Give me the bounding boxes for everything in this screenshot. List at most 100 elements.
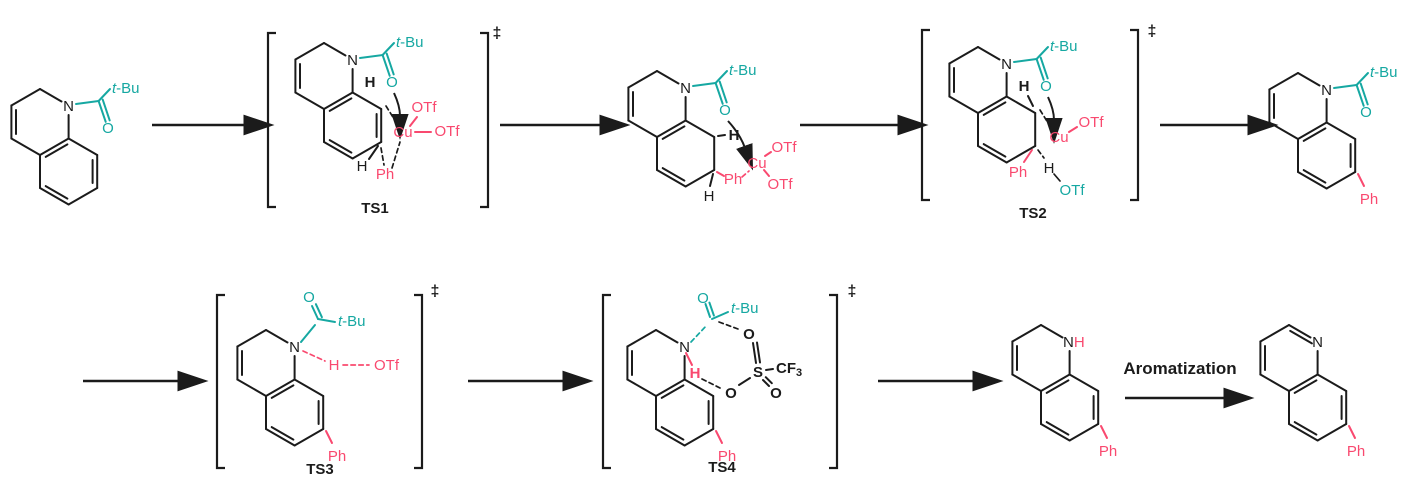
structure-nh-product: NH Ph	[1011, 324, 1117, 460]
structure-arenium-intermediate: N t-Bu O H H Ph Cu OTf OTf	[627, 62, 798, 205]
atom-label-h: H	[690, 365, 701, 382]
bond-h-otf	[1053, 173, 1061, 182]
dashed-c8-cu	[385, 105, 397, 123]
atom-label-ph: Ph	[1009, 164, 1027, 181]
atom-label-ph: Ph	[724, 171, 742, 188]
dashed-c8-cu	[1039, 109, 1051, 127]
atom-label-n: N	[347, 52, 358, 69]
structure-arylated-product: N t-Bu O Ph	[1268, 64, 1398, 208]
structure-ts1: ‡ N t-Bu O H H Ph Cu OTf OTf TS1	[266, 25, 502, 217]
aromatization-step: Aromatization	[1123, 359, 1255, 409]
ts4-label: TS4	[708, 459, 736, 476]
dashed-c7-ph	[380, 147, 385, 166]
double-dagger: ‡	[493, 25, 502, 42]
pivaloyl-leaving	[704, 301, 729, 320]
bracket-right	[829, 293, 839, 470]
tbu-label: t-Bu	[396, 34, 424, 51]
bond-c7-ph	[1100, 425, 1108, 439]
tbu-t: t	[731, 300, 736, 317]
bond-n-h	[685, 352, 693, 366]
bond-c7-ph	[1348, 425, 1356, 439]
atom-label-h-c8: H	[1019, 78, 1030, 95]
bond-cu-otf-bottom	[763, 169, 770, 177]
tbu-t: t	[729, 62, 734, 79]
double-dagger: ‡	[848, 283, 857, 300]
atom-label-ph: Ph	[1099, 443, 1117, 460]
bond-c7-ph	[325, 430, 333, 444]
tbu-bu: -Bu	[116, 80, 139, 97]
tbu-bu: -Bu	[735, 300, 758, 317]
atom-label-o-top: O	[743, 326, 755, 343]
o-to-cu-arrow	[1045, 96, 1063, 144]
atom-label-ph: Ph	[718, 448, 736, 465]
aromatization-label: Aromatization	[1123, 359, 1236, 378]
tbu-label: t-Bu	[338, 313, 366, 330]
tbu-label: t-Bu	[1370, 64, 1398, 81]
atom-label-o: O	[1360, 104, 1372, 121]
nh-label: NH	[1063, 334, 1085, 351]
atom-label-o: O	[102, 120, 114, 137]
atom-label-n: N	[680, 80, 691, 97]
bracket-right	[1130, 28, 1140, 202]
double-dagger: ‡	[431, 283, 440, 300]
atom-label-o: O	[386, 74, 398, 91]
bracket-left	[215, 293, 225, 470]
atom-label-h-c8: H	[365, 74, 376, 91]
structure-substrate: N t-Bu O	[10, 80, 140, 206]
dashed-ph-cu	[391, 141, 401, 169]
structure-ts3: ‡ N O t-Bu H OTf Ph TS3	[215, 283, 440, 478]
bond-cu-otf	[1068, 126, 1078, 133]
tbu-t: t	[112, 80, 117, 97]
bond-cu-otf-top	[764, 151, 772, 157]
cf3-label: CF3	[776, 360, 802, 379]
atom-label-otf-top: OTf	[412, 99, 438, 116]
bracket-left	[266, 31, 276, 209]
atom-label-s: S	[753, 364, 763, 381]
atom-label-ph: Ph	[376, 166, 394, 183]
atom-label-n: N	[1063, 334, 1074, 351]
atom-label-h: H	[329, 357, 340, 374]
atom-label-otf-teal: OTf	[1060, 182, 1086, 199]
atom-label-o: O	[1040, 78, 1052, 95]
cf3-cf: CF	[776, 360, 796, 377]
bond-cu-otf-top	[409, 116, 418, 127]
atom-label-otf-top: OTf	[772, 139, 798, 156]
triflate-bonds	[738, 341, 774, 387]
tbu-label: t-Bu	[729, 62, 757, 79]
pivaloyl-up	[300, 303, 336, 343]
o-to-cu-arrow	[391, 92, 409, 140]
ts3-label: TS3	[306, 461, 334, 478]
atom-label-n: N	[63, 98, 74, 115]
atom-label-otf-bottom: OTf	[768, 176, 794, 193]
cf3-sub: 3	[796, 367, 802, 379]
bond-c8-h	[1027, 95, 1034, 107]
ts1-label: TS1	[361, 200, 389, 217]
bond-c7-ph	[716, 171, 725, 177]
bond-c7-ph	[1357, 173, 1365, 187]
atom-label-h-c7: H	[704, 188, 715, 205]
dashed-c-otf	[718, 321, 739, 330]
tbu-bu: -Bu	[1054, 38, 1077, 55]
atom-label-h-leaving: H	[1044, 160, 1055, 177]
atom-label-n: N	[289, 339, 300, 356]
ts2-label: TS2	[1019, 205, 1047, 222]
bond-c7-h	[709, 173, 714, 187]
bond-c7-h	[368, 145, 379, 160]
atom-label-h-c7: H	[357, 158, 368, 175]
atom-label-n: N	[1001, 56, 1012, 73]
double-n-c2	[1289, 329, 1313, 345]
tbu-t: t	[396, 34, 401, 51]
double-dagger: ‡	[1148, 23, 1157, 40]
tbu-bu: -Bu	[1374, 64, 1397, 81]
structure-phenylquinoline: N Ph	[1259, 324, 1365, 460]
structure-ts4: ‡ N O t-Bu H O S CF3 O O Ph TS4	[601, 283, 857, 476]
dashed-c7-h	[1037, 149, 1045, 159]
dashed-n-h	[302, 350, 326, 362]
tbu-label: t-Bu	[731, 300, 759, 317]
tbu-bu: -Bu	[342, 313, 365, 330]
dashed-n-acyl	[690, 324, 708, 343]
atom-label-h: H	[1074, 334, 1085, 351]
atom-label-o-bl: O	[725, 385, 737, 402]
